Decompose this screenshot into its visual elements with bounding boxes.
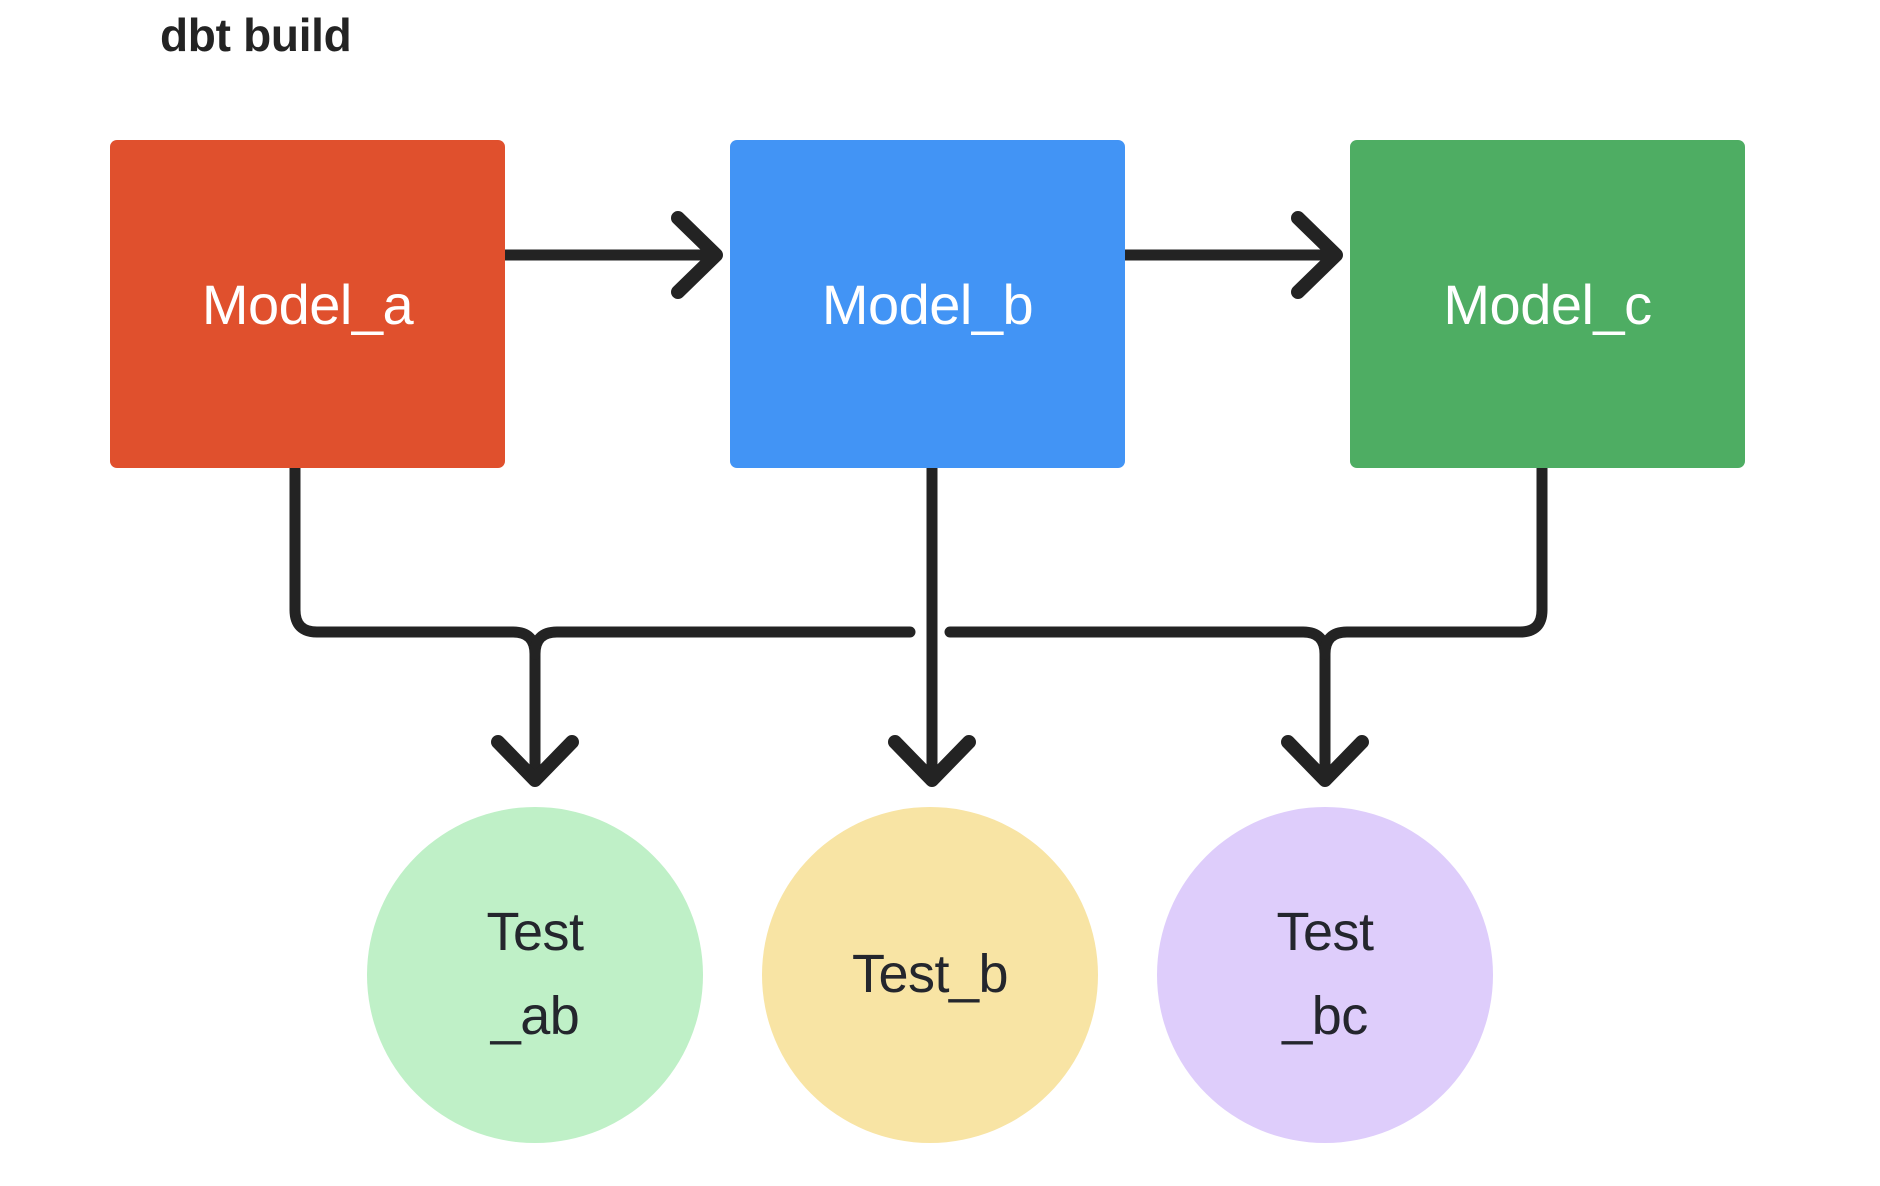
arrowhead-layer: [491, 211, 1369, 787]
arrow-down-icon-test-ab: [491, 735, 579, 787]
arrow-down-icon-test-b: [888, 735, 976, 787]
arrow-right-icon-b-c: [1291, 211, 1343, 299]
model-node-model-b-shape[interactable]: [730, 140, 1125, 468]
test-node-test-bc-shape[interactable]: [1157, 807, 1493, 1143]
edge-bus-right-line: [944, 626, 1331, 786]
diagram-title: dbt build: [160, 9, 352, 61]
model-node-layer: [110, 140, 1745, 468]
test-node-test-ab-shape[interactable]: [367, 807, 703, 1143]
test-node-test-b-shape[interactable]: [762, 807, 1098, 1143]
model-node-model-c-shape[interactable]: [1350, 140, 1745, 468]
edge-bus-left-line: [529, 626, 916, 660]
edge-c-to-test-bc-line: [1319, 462, 1548, 660]
arrow-down-icon-test-bc: [1281, 735, 1369, 787]
arrow-right-icon-a-b: [671, 211, 723, 299]
edge-a-to-test-ab-line: [289, 462, 541, 786]
test-node-layer: [367, 807, 1493, 1143]
model-node-model-a-shape[interactable]: [110, 140, 505, 468]
edge-layer: [289, 249, 1548, 786]
